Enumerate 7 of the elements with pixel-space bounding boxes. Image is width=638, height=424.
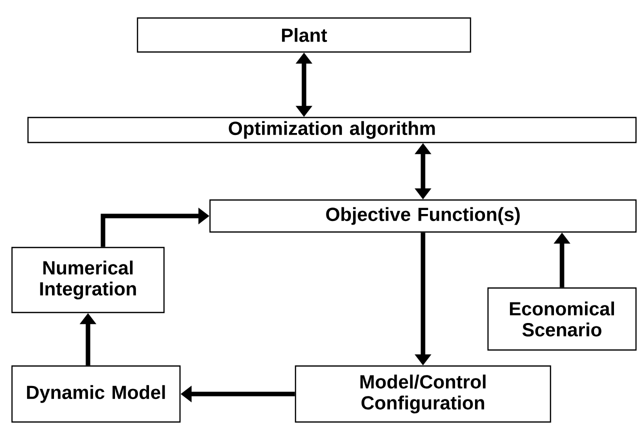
process-box: Economical Scenario [487,287,637,351]
process-box: Dynamic Model [11,365,181,423]
process-box: Model/Control Configuration [294,365,552,423]
process-box: Objective Function(s) [209,199,637,233]
process-box: Numerical Integration [11,246,165,314]
process-box: Optimization algorithm [27,116,637,144]
process-box: Plant [136,17,472,53]
